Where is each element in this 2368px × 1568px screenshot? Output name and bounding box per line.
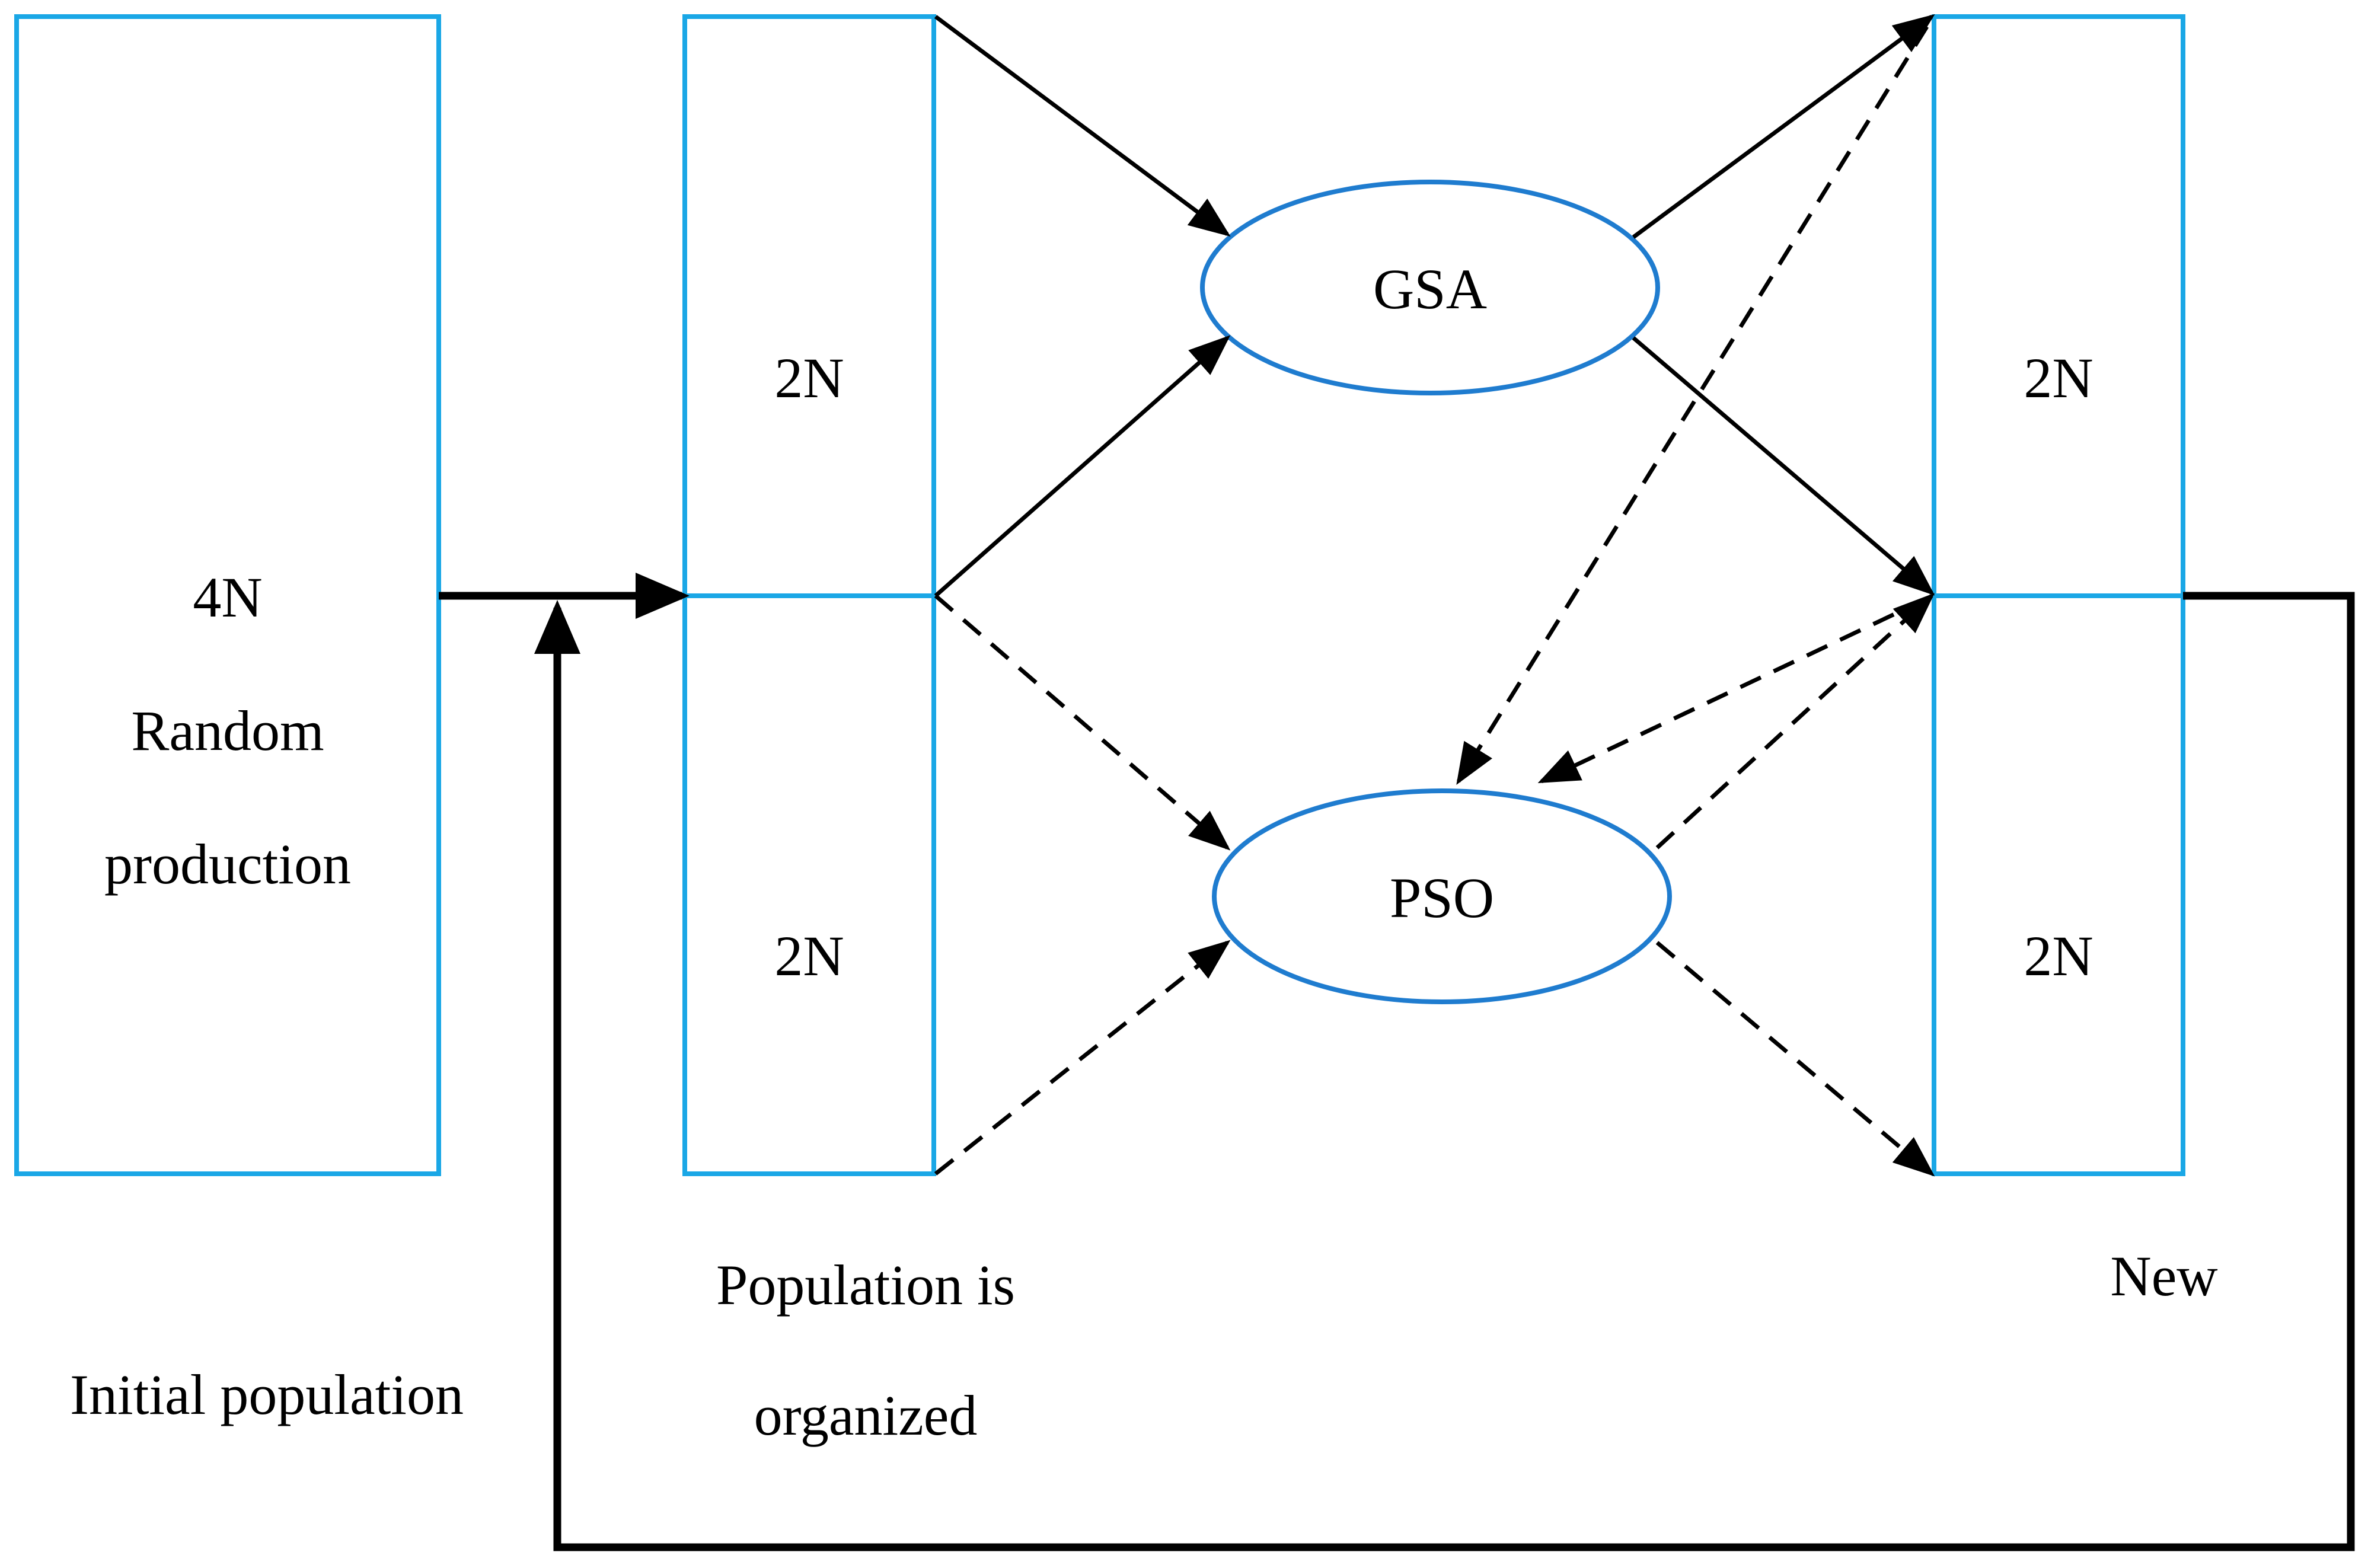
bottom-to-pso-arrow — [934, 940, 1231, 1176]
new-bottom-label: 2N — [2024, 924, 2093, 988]
initial-population-caption: Initial population — [70, 1363, 464, 1426]
pso-label: PSO — [1389, 866, 1495, 930]
initial-block-line-3: production — [104, 832, 351, 896]
organized-caption-line-1: Population is — [716, 1253, 1016, 1317]
mid-to-pso-arrow — [934, 594, 1231, 851]
organized-bottom-label: 2N — [774, 924, 844, 988]
initial-block-line-2: Random — [131, 699, 324, 762]
gsa-label: GSA — [1373, 257, 1488, 321]
top-to-gsa-arrow — [934, 15, 1231, 237]
pso-to-new-mid-arrow — [1655, 593, 1935, 850]
new-caption: New — [2110, 1244, 2218, 1308]
mid-to-gsa-arrow — [934, 335, 1231, 598]
organized-caption-line-2: organized — [754, 1384, 978, 1447]
gsa-to-new-top-arrow — [1632, 14, 1935, 239]
new-mid-to-pso-arrow — [1537, 596, 1928, 784]
pso-node — [1212, 788, 1672, 1004]
new-top-to-pso-arrow — [1456, 25, 1929, 785]
organized-top-label: 2N — [774, 346, 844, 410]
gsa-to-new-mid-arrow — [1632, 336, 1935, 596]
initial-block-line-1: 4N — [193, 566, 263, 629]
feedback-loop-arrow — [534, 592, 2355, 1551]
gsa-node — [1200, 180, 1660, 395]
pso-to-new-bottom-arrow — [1655, 941, 1935, 1177]
new-top-label: 2N — [2024, 346, 2093, 410]
